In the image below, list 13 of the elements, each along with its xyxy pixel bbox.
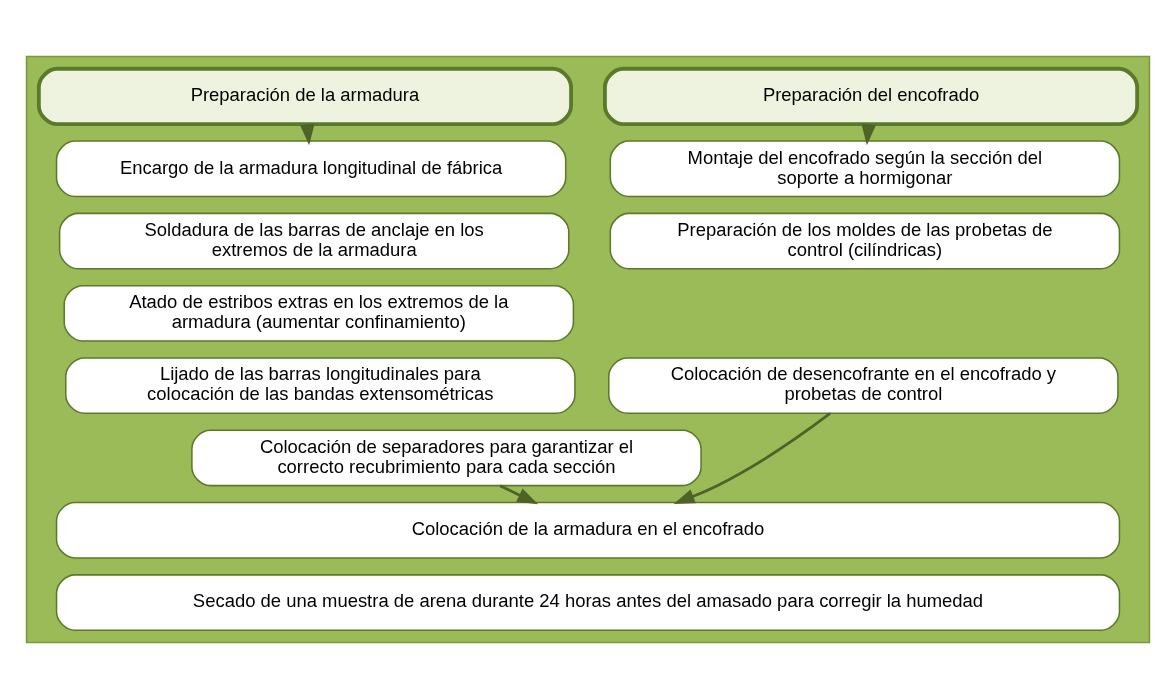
cluster [25, 55, 1151, 644]
node-box: Atado de estribos extras en los extremos de la armadura (aumentar confinamiento) [63, 284, 575, 342]
node-box: Encargo de la armadura longitudinal de fábrica [55, 140, 567, 198]
arrow [499, 484, 539, 505]
node-box: Secado de una muestra de arena durante 24 horas antes del amasado para corregir la humedad [55, 574, 1121, 631]
node-box: Lijado de las barras longitudinales para colocación de las bandas extensométricas [65, 357, 576, 415]
node-box: Soldadura de las barras de anclaje en los extremos de la armadura [58, 212, 570, 270]
node-box: Colocación de separadores para garantizar el correcto recubrimiento para cada sección [191, 429, 702, 487]
node-box: Montaje del encofrado según la sección del soporte a hormigonar [609, 140, 1121, 198]
node-box: Colocación de desencofrante en el encofrado y probetas de control [608, 357, 1119, 415]
node-box: Colocación de la armadura en el encofrado [55, 501, 1121, 559]
arrow [673, 412, 831, 504]
node-box: Preparación de los moldes de las probetas de control (cilíndricas) [609, 212, 1121, 270]
